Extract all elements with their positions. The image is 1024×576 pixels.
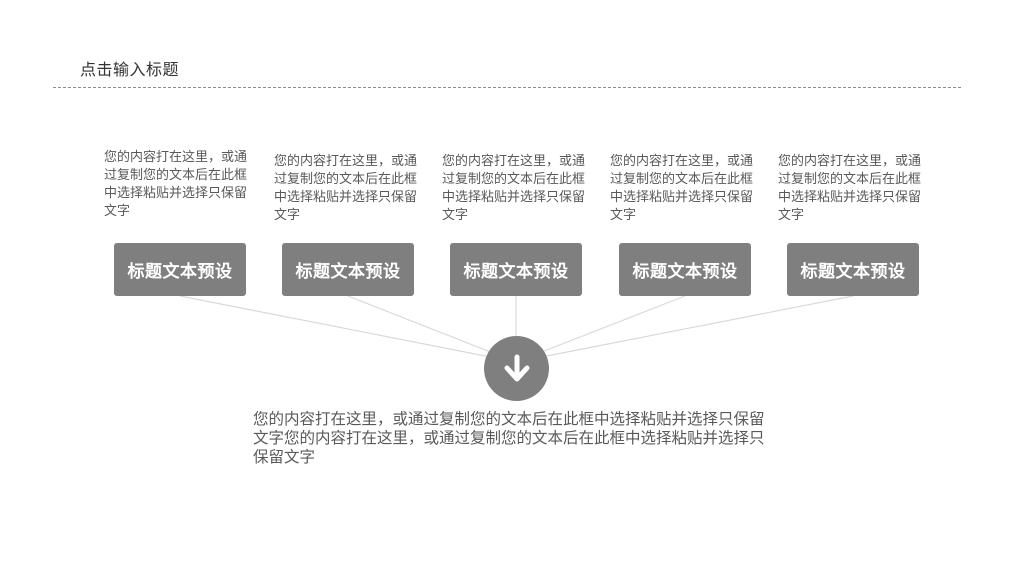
item-text-3: 您的内容打在这里，或通过复制您的文本后在此框中选择粘贴并选择只保留文字 [442, 154, 586, 223]
item-text-4: 您的内容打在这里，或通过复制您的文本后在此框中选择粘贴并选择只保留文字 [610, 154, 754, 223]
item-label-2: 标题文本预设 [295, 262, 401, 282]
connector-line-1 [179, 295, 517, 363]
item-text-5: 您的内容打在这里，或通过复制您的文本后在此框中选择粘贴并选择只保留文字 [778, 154, 922, 223]
item-label-1: 标题文本预设 [127, 262, 233, 282]
slide-title: 点击输入标题 [80, 60, 180, 79]
item-label-4: 标题文本预设 [632, 262, 738, 282]
item-label-3: 标题文本预设 [463, 262, 569, 282]
item-box-4: 标题文本预设 [619, 243, 751, 296]
item-box-2: 标题文本预设 [282, 243, 414, 296]
connector-line-5 [515, 295, 854, 363]
hub-circle [484, 336, 549, 401]
item-text-1: 您的内容打在这里，或通过复制您的文本后在此框中选择粘贴并选择只保留文字 [104, 150, 248, 219]
item-box-3: 标题文本预设 [450, 243, 582, 296]
item-label-5: 标题文本预设 [800, 262, 906, 282]
title-divider [53, 87, 961, 88]
item-box-1: 标题文本预设 [114, 243, 246, 296]
summary-text: 您的内容打在这里，或通过复制您的文本后在此框中选择粘贴并选择只保留文字您的内容打… [253, 410, 765, 466]
item-box-5: 标题文本预设 [787, 243, 919, 296]
arrow-down-icon [504, 354, 529, 381]
item-text-2: 您的内容打在这里，或通过复制您的文本后在此框中选择粘贴并选择只保留文字 [274, 154, 418, 223]
